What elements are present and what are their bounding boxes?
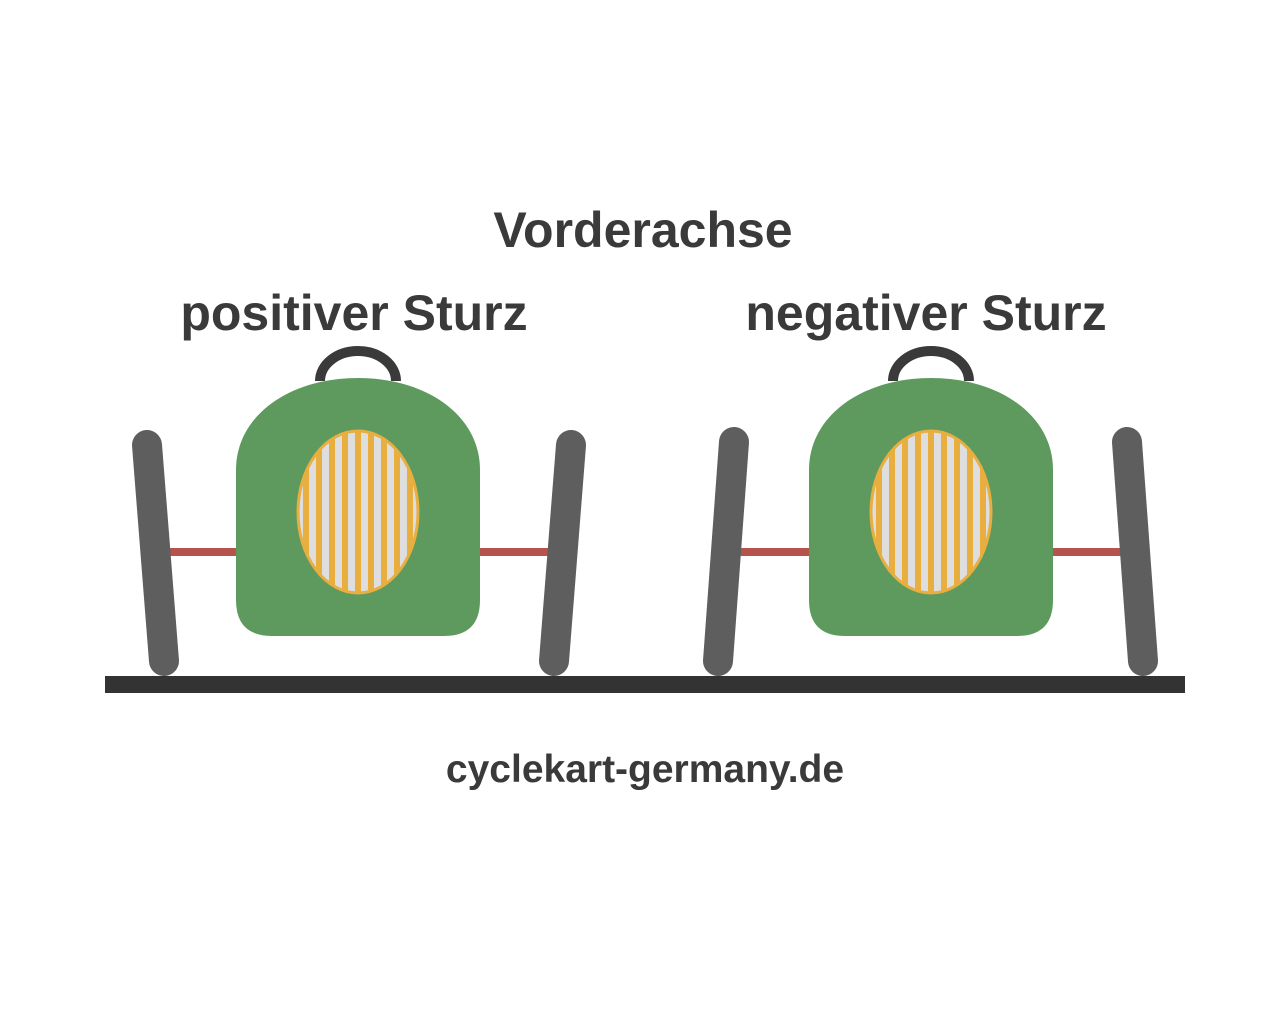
ground-line — [105, 676, 1185, 693]
positive-camber-kart — [132, 346, 586, 676]
wheel-icon — [132, 430, 179, 676]
wheel-icon — [539, 430, 586, 676]
wheel-icon — [1112, 427, 1158, 676]
radiator-grille-icon — [296, 429, 420, 595]
positive-camber-label: positiver Sturz — [180, 285, 528, 341]
radiator-grille-icon — [869, 429, 993, 595]
diagram-title: Vorderachse — [493, 202, 793, 258]
website-credit: cyclekart-germany.de — [445, 748, 845, 791]
negative-camber-label: negativer Sturz — [745, 285, 1107, 341]
negative-camber-kart — [703, 346, 1158, 676]
handle-icon — [888, 346, 974, 382]
handle-icon — [315, 346, 401, 382]
wheel-icon — [703, 427, 749, 676]
